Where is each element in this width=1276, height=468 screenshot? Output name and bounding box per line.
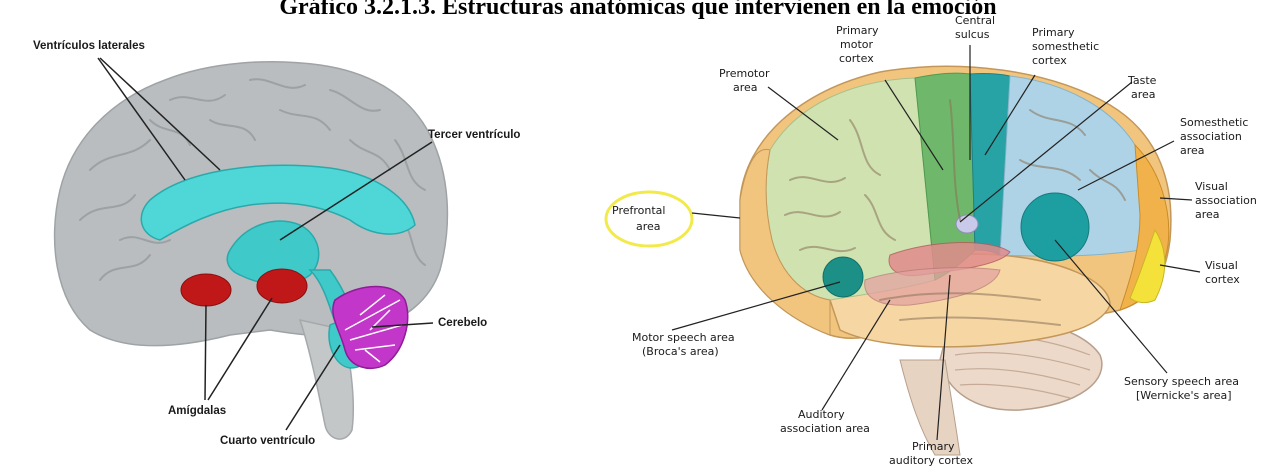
label-premotor-line1: Premotor — [719, 67, 770, 80]
label-sensory-speech-line2: [Wernicke's area] — [1136, 389, 1232, 402]
label-visual-cortex-line2: cortex — [1205, 273, 1240, 286]
label-sensory-speech-line1: Sensory speech area — [1124, 375, 1239, 388]
label-primary-auditory-line1: Primary — [912, 440, 955, 453]
label-tercer-ventriculo: Tercer ventrículo — [428, 129, 520, 141]
broca-area-shape — [823, 257, 863, 297]
label-motor-speech-line1: Motor speech area — [632, 331, 735, 344]
label-visual-cortex-line1: Visual — [1205, 259, 1238, 272]
label-somesthetic-association-line2: association — [1180, 130, 1242, 143]
label-primary-auditory-line2: auditory cortex — [889, 454, 974, 467]
label-motor-speech-line2: (Broca's area) — [642, 345, 719, 358]
label-primary-somesthetic-line2: somesthetic — [1032, 40, 1099, 53]
label-primary-somesthetic-line3: cortex — [1032, 54, 1067, 67]
label-auditory-association-line2: association area — [780, 422, 870, 435]
prefrontal-highlight-ring — [606, 192, 692, 246]
label-somesthetic-association-line3: area — [1180, 144, 1205, 157]
amygdala-right-shape — [257, 269, 307, 303]
label-visual-association-line2: association — [1195, 194, 1257, 207]
label-visual-association-line1: Visual — [1195, 180, 1228, 193]
label-primary-motor-line3: cortex — [839, 52, 874, 65]
label-primary-motor-line1: Primary — [836, 24, 879, 37]
amygdala-left-shape — [181, 274, 231, 306]
label-cerebelo: Cerebelo — [438, 317, 487, 329]
label-taste-line2: area — [1131, 88, 1156, 101]
label-visual-association-line3: area — [1195, 208, 1220, 221]
label-auditory-association-line1: Auditory — [798, 408, 845, 421]
right-brain-diagram: Primary motor cortex Central sulcus Prim… — [606, 14, 1257, 467]
label-primary-somesthetic-line1: Primary — [1032, 26, 1075, 39]
label-somesthetic-association-line1: Somesthetic — [1180, 116, 1248, 129]
label-taste-line1: Taste — [1127, 74, 1157, 87]
label-premotor-line2: area — [733, 81, 758, 94]
label-ventriculos-laterales: Ventrículos laterales — [33, 40, 145, 52]
wernicke-area-shape — [1021, 193, 1089, 261]
label-primary-motor-line2: motor — [840, 38, 873, 51]
figure-title: Gráfico 3.2.1.3. Estructuras anatómicas … — [0, 0, 1276, 21]
label-central-sulcus-line2: sulcus — [955, 28, 990, 41]
label-prefrontal-line2: area — [636, 220, 661, 233]
left-brain-diagram: Ventrículos laterales Tercer ventrículo … — [33, 40, 520, 447]
label-amigdalas: Amígdalas — [168, 405, 226, 417]
label-cuarto-ventriculo: Cuarto ventrículo — [220, 435, 315, 447]
label-prefrontal-line1: Prefrontal — [612, 204, 665, 217]
